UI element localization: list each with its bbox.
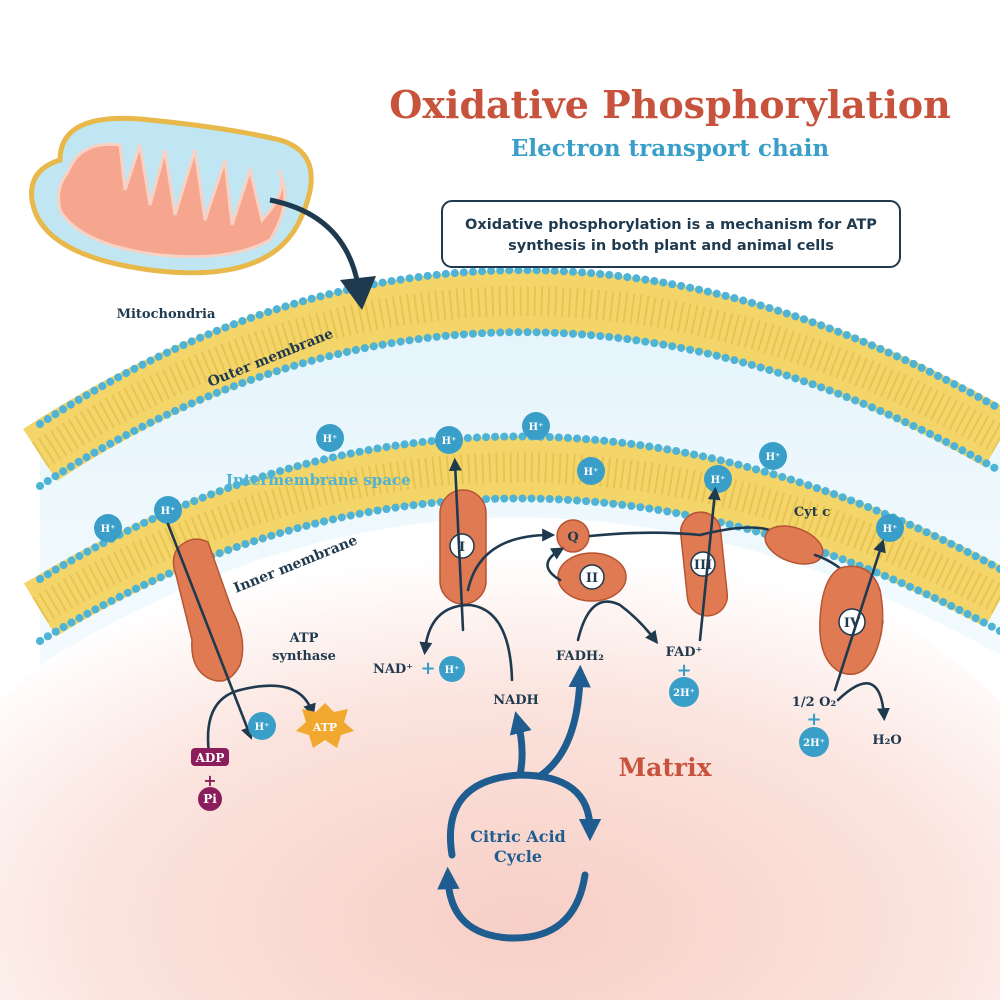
svg-text:H⁺: H⁺	[711, 475, 726, 486]
q-label: Q	[567, 530, 578, 545]
complex-i: I	[439, 489, 487, 605]
cytochrome-c	[764, 525, 824, 565]
half-o2-label: 1/2 O₂	[792, 695, 836, 710]
citric-acid-cycle	[437, 664, 602, 942]
page-title: Oxidative Phosphorylation	[389, 82, 950, 127]
adp-chip: ADP	[191, 748, 229, 766]
svg-text:H⁺: H⁺	[883, 524, 898, 535]
svg-text:H⁺: H⁺	[584, 467, 599, 478]
h-ion: H⁺	[577, 457, 605, 485]
complex-i-label: I	[459, 540, 465, 555]
cycle-label-line-2: Cycle	[494, 847, 542, 866]
nad-plus-sign: +	[420, 658, 435, 679]
complex-ii: II	[557, 552, 627, 602]
atp-star: ATP	[296, 703, 354, 748]
adp-plus: +	[203, 771, 216, 790]
description-line-2: synthesis in both plant and animal cells	[508, 238, 834, 254]
q-to-complex-iii-line	[588, 531, 702, 538]
pi-label: Pi	[203, 792, 217, 806]
svg-text:H⁺: H⁺	[255, 722, 270, 733]
complex-ii-label: II	[586, 571, 598, 586]
h2o-label: H₂O	[872, 733, 901, 748]
h-ion: H⁺	[316, 424, 344, 452]
h-ion: H⁺	[154, 496, 182, 524]
atp-synthase-proton-arrow	[166, 522, 254, 740]
h-ion: H⁺	[876, 514, 904, 542]
atp-label: ATP	[312, 721, 337, 734]
atp-synthase-label-line-1: ATP	[289, 631, 319, 646]
description-box: Oxidative phosphorylation is a mechanism…	[441, 200, 901, 268]
nadh-label: NADH	[493, 693, 539, 708]
outer-membrane	[23, 266, 1000, 490]
fad-plus-sign: +	[676, 660, 691, 681]
h-ion: H⁺	[439, 656, 465, 682]
h-ion: H⁺	[759, 442, 787, 470]
nad-plus-label: NAD⁺	[373, 662, 413, 677]
matrix-label: Matrix	[619, 753, 713, 782]
svg-text:H⁺: H⁺	[442, 436, 457, 447]
svg-text:H⁺: H⁺	[766, 452, 781, 463]
pi-chip: Pi	[198, 787, 222, 811]
two-h-ion: 2H⁺	[669, 677, 699, 707]
intermembrane-space-label: Intermembrane space	[226, 471, 411, 489]
h-ion: H⁺	[522, 412, 550, 440]
fadh2-oxidation-arrow	[576, 600, 659, 645]
atp-release-arrow	[238, 684, 316, 717]
atp-synthase-label-line-2: synthase	[272, 649, 336, 664]
mitochondrion-illustration	[29, 115, 314, 276]
water-formation-arrow	[836, 682, 890, 722]
svg-text:H⁺: H⁺	[445, 665, 460, 676]
cycle-label-line-1: Citric Acid	[470, 827, 565, 846]
mitochondria-label: Mitochondria	[117, 307, 216, 322]
h-ion: H⁺	[704, 465, 732, 493]
complex-iv: IV	[819, 565, 884, 675]
matrix-region	[0, 475, 1000, 1000]
h-ion: H⁺	[435, 426, 463, 454]
ubiquinone-q: Q	[556, 519, 590, 553]
description-line-1: Oxidative phosphorylation is a mechanism…	[465, 217, 877, 233]
svg-text:2H⁺: 2H⁺	[673, 688, 695, 699]
zoom-arrow	[269, 197, 376, 310]
svg-text:H⁺: H⁺	[323, 434, 338, 445]
cyt-c-label: Cyt c	[794, 505, 830, 520]
two-h-ion: 2H⁺	[799, 727, 829, 757]
adp-label: ADP	[195, 751, 225, 765]
svg-text:H⁺: H⁺	[161, 506, 176, 517]
atp-synthase	[172, 538, 244, 682]
page-subtitle: Electron transport chain	[511, 135, 830, 162]
complex-iii-proton-arrow	[698, 486, 721, 642]
fad-plus-label: FAD⁺	[666, 645, 703, 660]
fadh2-label: FADH₂	[556, 649, 604, 664]
svg-text:2H⁺: 2H⁺	[803, 738, 825, 749]
svg-text:H⁺: H⁺	[101, 524, 116, 535]
h-ion: H⁺	[94, 514, 122, 542]
complex-i-proton-arrow	[448, 457, 465, 632]
h-ion: H⁺	[248, 712, 276, 740]
o2-plus-sign: +	[806, 709, 821, 730]
complex-iv-proton-arrow	[833, 539, 886, 692]
complex-i-to-q-arrow	[466, 528, 556, 592]
complex-ii-to-q-arrow	[546, 547, 565, 582]
svg-text:H⁺: H⁺	[529, 422, 544, 433]
nadh-oxidation-arrow	[419, 603, 514, 682]
